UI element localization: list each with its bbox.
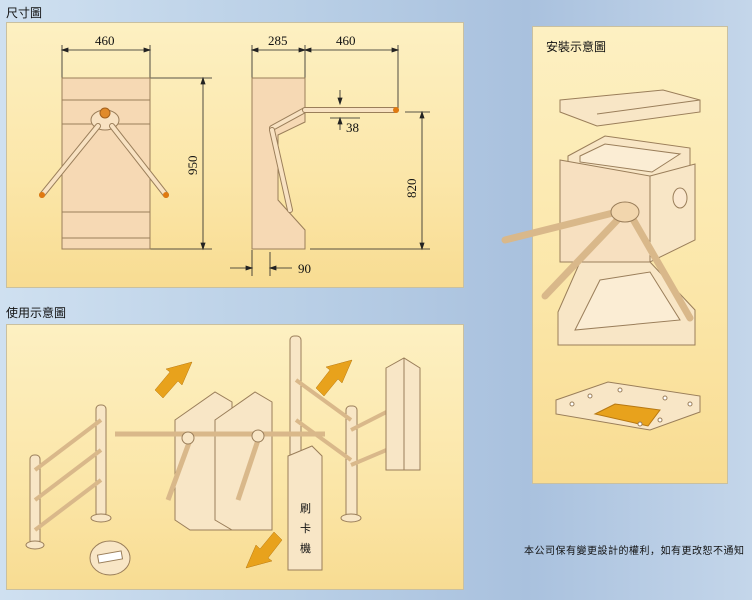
card-reader-char-3: 機 (300, 541, 311, 555)
side-view (251, 77, 399, 250)
install-drawing (501, 89, 701, 431)
arrow-exit-right-icon (315, 359, 353, 397)
card-reader-char-1: 刷 (300, 502, 311, 515)
dim-arm-height: 820 (404, 179, 419, 199)
usage-drawing (25, 335, 421, 576)
card-reader-char-2: 卡 (300, 522, 311, 535)
copyright-note: 本公司保有變更設計的權利，如有更改恕不通知 (524, 546, 745, 557)
dim-front-width: 460 (95, 33, 115, 48)
install-lid (559, 89, 701, 127)
dimensions-title: 尺寸圖 (6, 6, 43, 20)
arrow-enter-icon (245, 531, 283, 569)
dim-side-depth: 285 (268, 33, 288, 48)
direction-arrows (154, 359, 353, 569)
usage-title: 使用示意圖 (6, 306, 67, 320)
dim-front-height: 950 (185, 156, 200, 176)
install-title: 安裝示意圖 (546, 40, 607, 54)
dim-base: 90 (298, 261, 311, 276)
front-view (39, 77, 169, 250)
arrow-exit-left-icon (154, 361, 193, 399)
dim-arm-offset: 38 (346, 120, 359, 135)
card-reader (287, 445, 323, 571)
card-reader-label: 刷 卡 機 (300, 502, 311, 555)
dim-arm-length: 460 (336, 33, 356, 48)
